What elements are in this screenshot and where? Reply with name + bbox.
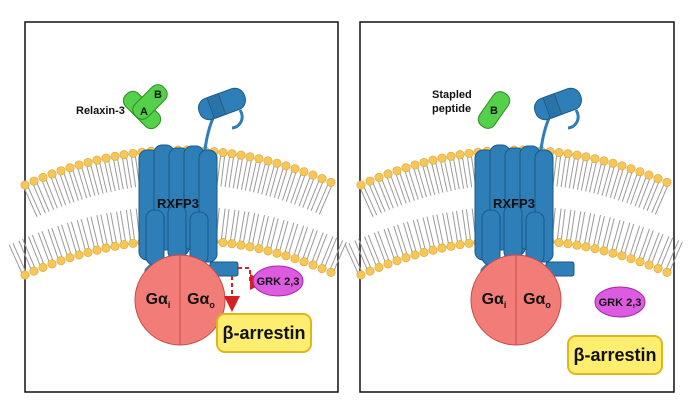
g-alpha-i-label-right: Gαi <box>482 291 507 310</box>
arrestin-node: β-arrestin <box>216 313 312 353</box>
grk-label: GRK 2,3 <box>257 276 300 288</box>
receptor-label: RXFP3 <box>157 196 199 211</box>
grk-label-right: GRK 2,3 <box>599 297 642 309</box>
receptor-rxfp3: RXFP3 <box>138 87 246 277</box>
grk-node: GRK 2,3 <box>252 265 304 297</box>
arrestin-label: β-arrestin <box>222 323 305 343</box>
panel-right: RXFP3 B Stapled peptide Gαi Gαo GRK 2,3 … <box>344 21 683 393</box>
ligand-chain-b-right: B <box>490 105 498 117</box>
ligand-label: Relaxin-3 <box>76 105 125 117</box>
g-alpha-o-label-right: Gαo <box>523 291 551 310</box>
receptor-rxfp3-right: RXFP3 <box>474 87 582 277</box>
g-alpha-i-label: Gαi <box>146 291 171 310</box>
grk-node-right: GRK 2,3 <box>594 286 646 318</box>
ligand-chain-a: A <box>140 106 148 118</box>
ligand-label-line1: Stapled <box>432 89 472 101</box>
arrestin-label-right: β-arrestin <box>573 345 656 365</box>
arrestin-node-right: β-arrestin <box>567 335 663 375</box>
ligand-label-line2: peptide <box>432 103 471 115</box>
ligand-relaxin-3: A B Relaxin-3 <box>76 84 168 130</box>
ligand-stapled-peptide: B Stapled peptide <box>432 89 511 129</box>
panel-left: RXFP3 A B Relaxin-3 Gαi Gαo <box>8 21 347 393</box>
g-protein: Gαi Gαo <box>134 254 226 346</box>
ligand-chain-b: B <box>154 89 162 101</box>
receptor-label-right: RXFP3 <box>493 196 535 211</box>
g-protein-right: Gαi Gαo <box>470 254 562 346</box>
g-alpha-o-label: Gαo <box>187 291 215 310</box>
